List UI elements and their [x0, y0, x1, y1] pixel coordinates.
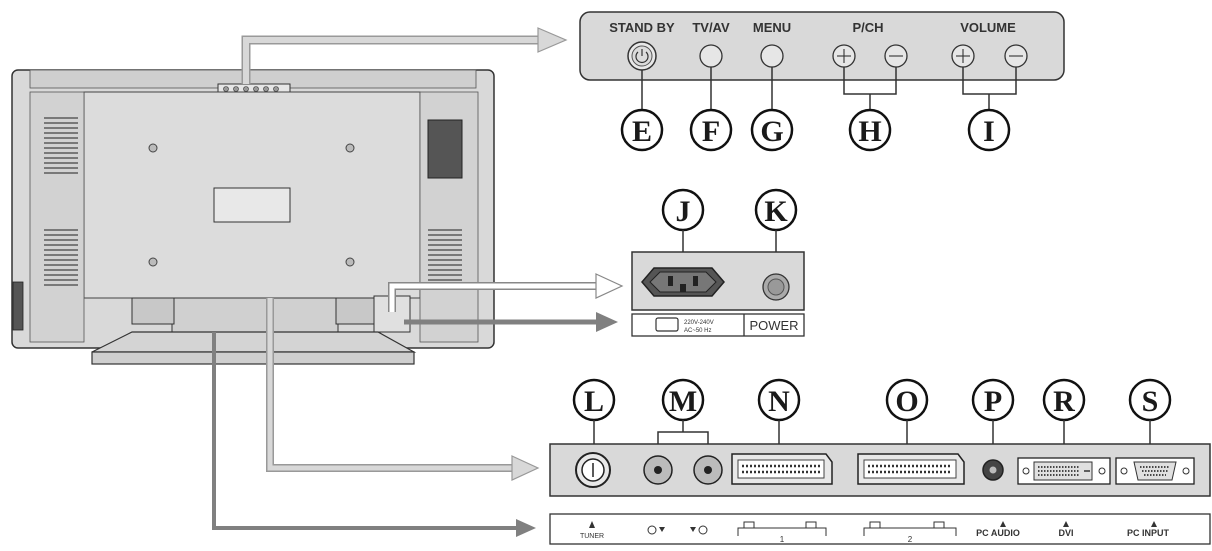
arrow-to-connectors: [266, 298, 540, 481]
callout-n-letter: N: [768, 385, 790, 418]
pc-input-label: PC INPUT: [1127, 528, 1170, 538]
dvi-arrow-icon: [1063, 521, 1069, 527]
left-edge-slot: [12, 281, 24, 331]
power-label: POWER: [749, 318, 798, 333]
callout-n: N: [757, 378, 801, 422]
pch-label: P/CH: [852, 20, 883, 35]
callout-i-letter: I: [983, 115, 995, 148]
connector-panel: L M N O P R S: [549, 378, 1211, 545]
volume-label: VOLUME: [960, 20, 1016, 35]
scart-1-number: 1: [780, 535, 785, 544]
buttons-leader-lines: [641, 67, 1017, 110]
right-lower-vent: [428, 229, 462, 281]
buttons-panel-body: [579, 11, 1065, 81]
tuner-label: TUNER: [580, 533, 604, 540]
standby-button[interactable]: [627, 41, 657, 71]
tuner-arrow-icon: [589, 521, 595, 528]
power-switch[interactable]: [762, 273, 790, 301]
callout-m-letter: M: [669, 385, 697, 418]
pc-audio-jack[interactable]: [982, 459, 1004, 481]
left-upper-vent: [44, 117, 78, 174]
pc-audio-label: PC AUDIO: [976, 528, 1020, 538]
callout-s: S: [1128, 378, 1172, 422]
mount-screws: [148, 143, 355, 267]
pc-audio-arrow-icon: [1000, 521, 1006, 527]
pch-down-button[interactable]: [884, 44, 908, 68]
scart-2-connector[interactable]: [857, 453, 965, 485]
arrow-to-power: [388, 273, 624, 312]
pc-input-arrow-icon: [1151, 521, 1157, 527]
right-bracket: [335, 297, 377, 325]
buttons-panel: STAND BY TV/AV MENU P/CH VOLUME: [579, 11, 1065, 81]
dvi-connector[interactable]: [1017, 457, 1111, 485]
left-side-column: [29, 91, 85, 343]
volume-down-button[interactable]: [1004, 44, 1028, 68]
scart-1-connector[interactable]: [731, 453, 833, 485]
callout-p: P: [971, 378, 1015, 422]
pch-up-button[interactable]: [832, 44, 856, 68]
callout-e: E: [620, 108, 664, 152]
standby-label: STAND BY: [609, 20, 675, 35]
callout-l-letter: L: [584, 385, 604, 418]
callout-s-letter: S: [1142, 385, 1159, 418]
callout-i: I: [967, 108, 1011, 152]
audio-in-left-jack[interactable]: [643, 455, 673, 485]
voltage-text-2: AC~50 Hz: [684, 328, 712, 334]
tvav-label: TV/AV: [692, 20, 730, 35]
scart-2-number: 2: [908, 535, 913, 544]
menu-label: MENU: [753, 20, 791, 35]
rating-label: [213, 187, 291, 223]
callout-k-letter: K: [764, 195, 788, 228]
audio-in-right-jack[interactable]: [693, 455, 723, 485]
callout-e-letter: E: [632, 115, 652, 148]
callout-r: R: [1042, 378, 1086, 422]
callout-j: J: [661, 188, 705, 232]
power-icon: [635, 51, 649, 63]
scart-2-label: [863, 521, 957, 536]
volume-up-button[interactable]: [951, 44, 975, 68]
callout-o-letter: O: [895, 385, 918, 418]
connector-label-strip: [549, 513, 1211, 545]
callout-h-letter: H: [858, 115, 881, 148]
callout-g-letter: G: [760, 115, 783, 148]
left-bracket: [131, 297, 175, 325]
audio-in-icons: [647, 525, 708, 535]
tv-rear-view: [11, 69, 495, 365]
callout-m: M: [661, 378, 705, 422]
callout-f: F: [689, 108, 733, 152]
callout-g: G: [750, 108, 794, 152]
callout-l: L: [572, 378, 616, 422]
dvi-label: DVI: [1058, 528, 1073, 538]
arrow-to-power-labels: [404, 312, 618, 332]
callout-p-letter: P: [984, 385, 1002, 418]
callout-j-letter: J: [676, 195, 691, 228]
left-lower-vent: [44, 229, 78, 286]
connector-bay: [171, 297, 339, 333]
menu-button[interactable]: [760, 44, 784, 68]
callout-o: O: [885, 378, 929, 422]
scart-1-label: [737, 521, 827, 536]
arrow-to-connector-labels: [212, 332, 536, 537]
tuner-jack[interactable]: [575, 452, 611, 488]
ac-inlet-icon: [655, 317, 679, 332]
tvav-button[interactable]: [699, 44, 723, 68]
pc-input-vga-connector[interactable]: [1115, 457, 1195, 485]
arrow-to-buttons: [241, 27, 568, 84]
power-panel: J K 220V-240V AC~50 Hz POWER: [631, 188, 805, 337]
voltage-text-1: 220V-240V: [684, 320, 714, 326]
callout-h: H: [848, 108, 892, 152]
tv-stand-base: [91, 351, 415, 365]
speaker-grille: [427, 119, 463, 179]
tv-stand: [91, 331, 417, 353]
callout-r-letter: R: [1053, 385, 1075, 418]
callout-k: K: [754, 188, 798, 232]
ac-power-inlet[interactable]: [641, 267, 725, 297]
callout-f-letter: F: [702, 115, 720, 148]
